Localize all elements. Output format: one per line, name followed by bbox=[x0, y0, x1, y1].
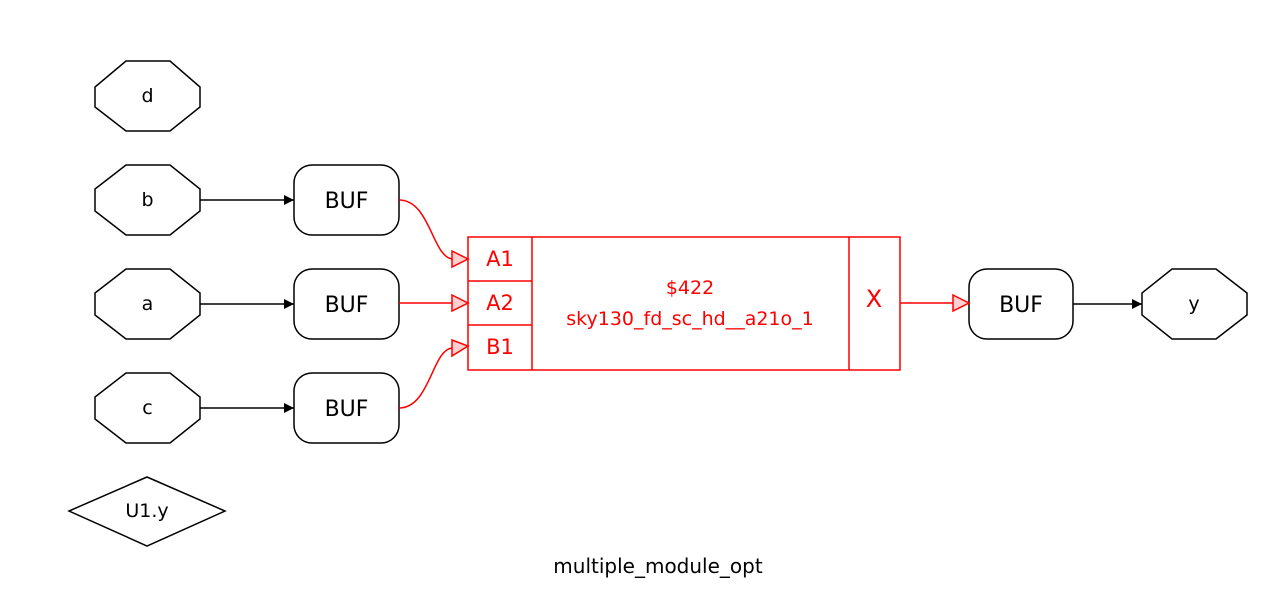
cell-id-label: $422 bbox=[666, 277, 714, 299]
arrow-a2 bbox=[451, 293, 470, 313]
arrow-b1 bbox=[451, 338, 470, 358]
port-a-label: a bbox=[142, 293, 154, 315]
port-y: y bbox=[1141, 268, 1248, 340]
edges-black bbox=[200, 195, 1142, 413]
port-d-label: d bbox=[141, 85, 153, 107]
cell-a21o: A1 A2 B1 $422 sky130_fd_sc_hd__a21o_1 X bbox=[467, 236, 901, 371]
pin-a1-label: A1 bbox=[486, 247, 514, 271]
port-c: c bbox=[94, 372, 201, 444]
node-u1y-label: U1.y bbox=[125, 500, 168, 522]
port-d: d bbox=[94, 60, 201, 132]
node-u1y: U1.y bbox=[67, 476, 227, 547]
edge-buf-c-to-b1 bbox=[398, 347, 453, 409]
port-a: a bbox=[94, 268, 201, 340]
port-b-label: b bbox=[141, 189, 153, 211]
buffer-a-label: BUF bbox=[325, 293, 369, 318]
arrow-a1 bbox=[451, 249, 470, 269]
buffer-b: BUF bbox=[293, 164, 400, 236]
pin-x-label: X bbox=[866, 285, 882, 313]
edge-buf-b-to-a1 bbox=[398, 199, 453, 260]
buffer-b-label: BUF bbox=[325, 189, 369, 214]
buffer-c-label: BUF bbox=[325, 397, 369, 422]
port-c-label: c bbox=[142, 397, 152, 419]
arrow-x bbox=[952, 293, 971, 313]
buffer-c: BUF bbox=[293, 372, 400, 444]
cell-type-label: sky130_fd_sc_hd__a21o_1 bbox=[566, 308, 813, 330]
diagram-title: multiple_module_opt bbox=[553, 554, 763, 578]
pin-a2-label: A2 bbox=[486, 291, 514, 315]
port-b: b bbox=[94, 164, 201, 236]
buffer-out-label: BUF bbox=[999, 293, 1043, 318]
edges-red bbox=[398, 199, 971, 409]
buffer-out: BUF bbox=[968, 268, 1074, 340]
buffer-a: BUF bbox=[293, 268, 400, 340]
pin-b1-label: B1 bbox=[486, 335, 514, 359]
port-y-label: y bbox=[1188, 293, 1199, 315]
